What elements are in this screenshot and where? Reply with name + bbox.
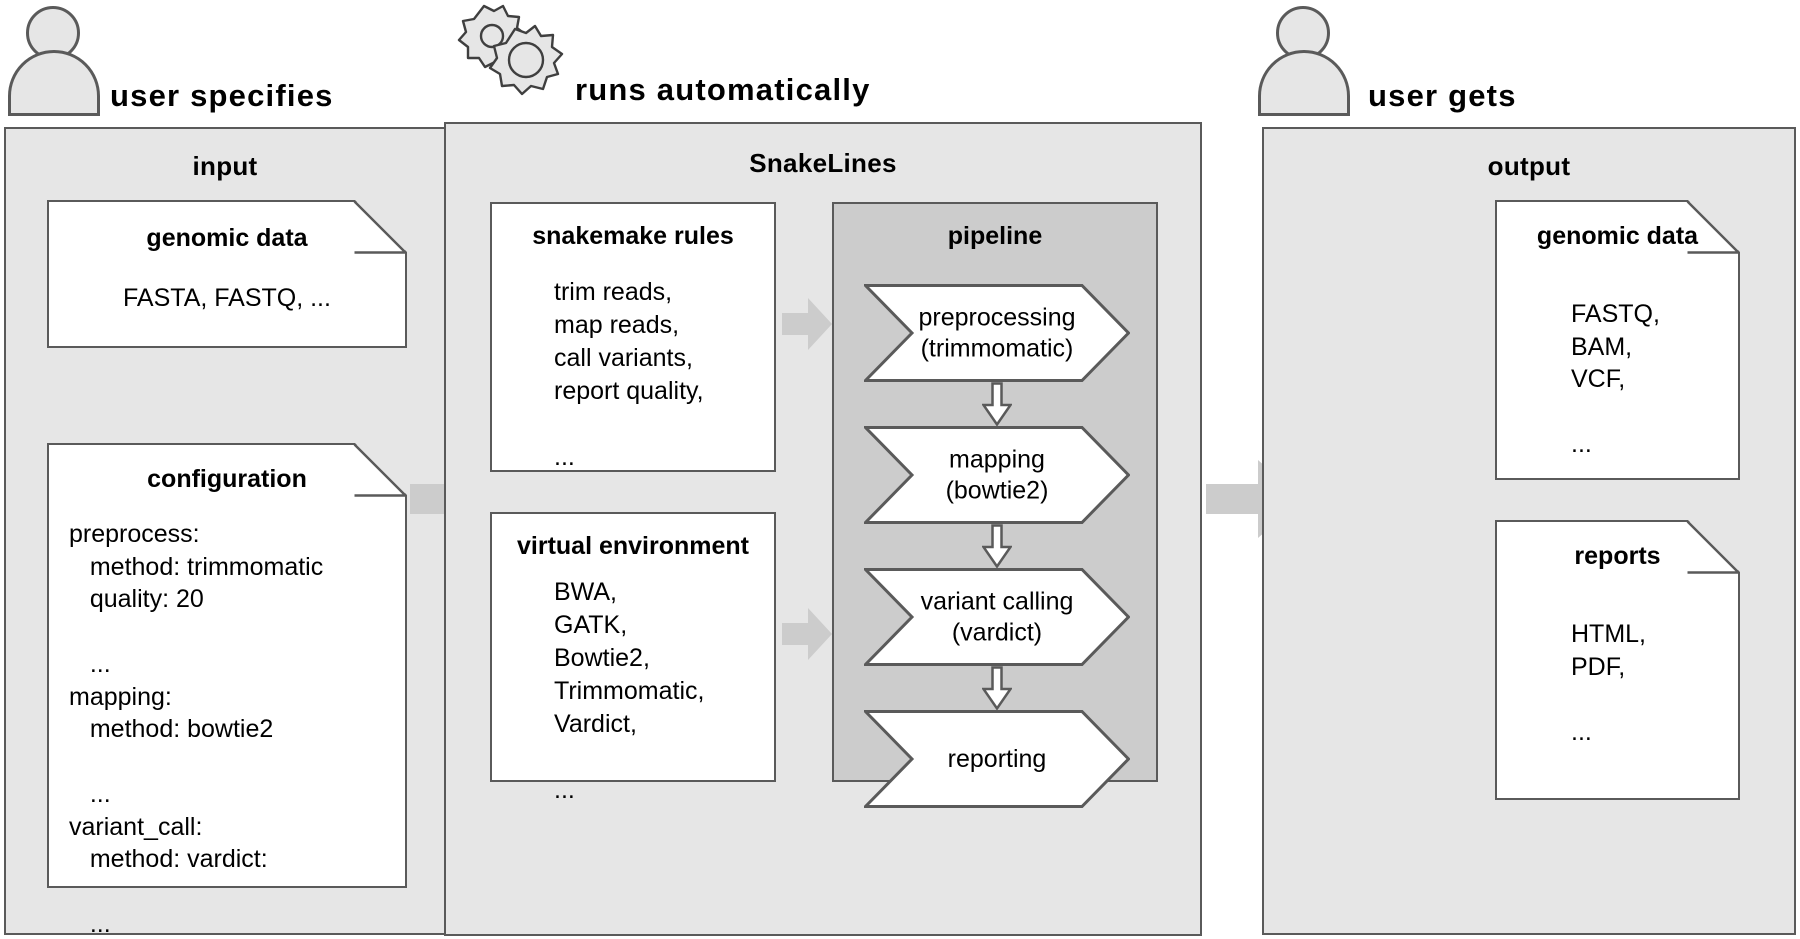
user-body [1258,50,1350,116]
box-virtual-environment: virtual environment BWA, GATK, Bowtie2, … [490,512,776,804]
user-icon-right [1258,6,1350,116]
document-title: genomic data [146,224,308,252]
box-title: virtual environment [517,532,749,560]
pipeline-flow-arrow-2 [982,524,1012,568]
pipeline-step-label: mapping (bowtie2) [945,445,1049,505]
pipeline-step-label: reporting [947,744,1047,773]
box-snakemake-rules: snakemake rules trim reads, map reads, c… [490,202,776,472]
document-sheet [47,200,407,348]
output-panel-title: output [1487,151,1571,181]
snakelines-panel-title: SnakeLines [749,148,897,178]
caption-user-gets: user gets [1368,78,1517,113]
caption-user-specifies: user specifies [110,78,334,113]
pipeline-step-reporting: reporting [864,710,1130,808]
pipeline-flow-arrow-3 [982,666,1012,710]
user-body [8,50,100,116]
pipeline-step-label: variant calling (vardict) [920,587,1074,647]
document-title: genomic data [1536,222,1699,250]
pipeline-title: pipeline [947,222,1043,250]
document-output-genomic-data: genomic data FASTQ, BAM, VCF, ... [1495,200,1740,480]
box-pipeline: pipeline preprocessing (trimmomatic) map… [832,202,1158,808]
document-sheet [1495,200,1740,480]
pipeline-step-variant-calling: variant calling (vardict) [864,568,1130,666]
document-input-genomic-data: genomic data FASTA, FASTQ, ... [47,200,407,348]
document-body: FASTA, FASTQ, ... [123,284,331,312]
document-input-configuration: configuration preprocess: method: trimmo… [47,443,407,938]
box-body: BWA, GATK, Bowtie2, Trimmomatic, Vardict… [554,578,705,804]
pipeline-step-mapping: mapping (bowtie2) [864,426,1130,524]
pipeline-step-preprocessing: preprocessing (trimmomatic) [864,284,1130,382]
user-icon-left [8,6,100,116]
document-body: FASTQ, BAM, VCF, ... [1571,300,1660,458]
document-sheet [47,443,407,888]
pipeline-step-label: preprocessing (trimmomatic) [918,303,1076,363]
gears-icon [440,2,570,117]
arrow-rules-to-pipeline [782,298,832,350]
arrow-venv-to-pipeline [782,608,832,660]
document-body: preprocess: method: trimmomatic quality:… [69,520,324,938]
box-title: snakemake rules [532,222,734,250]
document-output-reports: reports HTML, PDF, ... [1495,520,1740,800]
input-panel-title: input [192,151,258,181]
box-body: trim reads, map reads, call variants, re… [554,278,704,471]
document-body: HTML, PDF, ... [1571,620,1646,746]
document-title: configuration [147,465,307,493]
document-title: reports [1574,542,1661,570]
pipeline-flow-arrow-1 [982,382,1012,426]
caption-runs-automatically: runs automatically [575,72,871,107]
